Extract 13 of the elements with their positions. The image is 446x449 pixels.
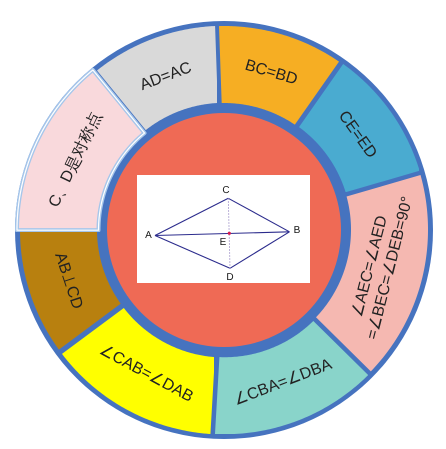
point-label: D: [226, 272, 234, 282]
center-circle: [107, 113, 341, 347]
ring-segment: [298, 64, 420, 192]
point-label: A: [145, 230, 152, 240]
point-label: B: [294, 226, 300, 236]
segment-label: BC=BD: [242, 56, 300, 90]
ring-segment: [219, 26, 340, 125]
ring-segment: [214, 320, 368, 434]
ring-segment: [62, 308, 214, 434]
point-label: C: [222, 186, 230, 196]
segment-label: C、D是对称点: [44, 108, 106, 211]
point-label: E: [220, 238, 226, 248]
geometry-figure: [137, 175, 310, 283]
